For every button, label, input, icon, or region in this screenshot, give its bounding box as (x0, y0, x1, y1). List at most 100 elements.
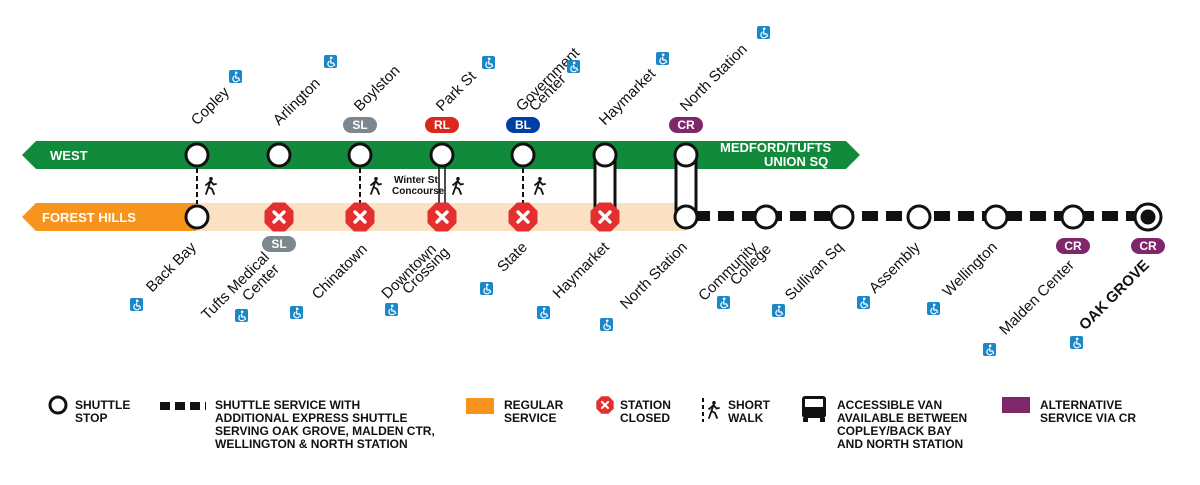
legend-shuttle-stop-icon (48, 395, 68, 415)
concourse-note: Concourse (392, 186, 445, 197)
haymarket-green-stop[interactable] (592, 142, 618, 168)
forest-hills-label: FOREST HILLS (42, 210, 136, 225)
accessible-icon (384, 302, 399, 317)
legend-alternative-service-swatch (1002, 397, 1030, 413)
legend-station-closed-line1: STATION (620, 398, 671, 412)
commuter-rail-badge (1131, 238, 1165, 254)
station-label-assembly: Assembly (866, 238, 924, 296)
station-label-sullivan-sq: Sullivan Sq (782, 239, 847, 304)
accessible-icon (756, 25, 771, 40)
legend-shuttle-service-line1: SHUTTLE SERVICE WITH (215, 398, 360, 412)
station-label-state: State (494, 239, 531, 276)
back-bay-stop[interactable] (184, 204, 210, 230)
pedestrian-icon (534, 176, 546, 195)
boylston-stop[interactable] (347, 142, 373, 168)
commuter-rail-badge (669, 117, 703, 133)
pedestrian-icon (205, 176, 217, 195)
legend-shuttle-service-line2: ADDITIONAL EXPRESS SHUTTLE (215, 411, 407, 425)
commuter-rail-badge-text: CR (1139, 239, 1157, 253)
government-center-stop[interactable] (510, 142, 536, 168)
legend-short-walk-line2: WALK (728, 411, 764, 425)
station-label-chinatown: Chinatown (309, 241, 371, 303)
oak-grove-terminus-dot (1140, 209, 1156, 225)
union-sq-label: UNION SQ (764, 154, 828, 169)
legend-accessible-van-line2: AVAILABLE BETWEEN (837, 411, 967, 425)
accessible-icon (1069, 335, 1084, 350)
station-label-north-station: North Station (677, 41, 751, 115)
station-label-boylston: Boylston (351, 62, 404, 115)
accessible-icon (234, 308, 249, 323)
commuter-rail-badge-text: CR (1064, 239, 1082, 253)
accessible-icon (599, 317, 614, 332)
accessible-icon (481, 55, 496, 70)
blue-line-badge (506, 117, 540, 133)
park-st-stop[interactable] (429, 142, 455, 168)
legend-shuttle-service-line3: SERVING OAK GROVE, MALDEN CTR, (215, 424, 435, 438)
legend-shuttle-service-line4: WELLINGTON & NORTH STATION (215, 437, 408, 451)
legend-shuttle-stop-line2: STOP (75, 411, 107, 425)
legend-shuttle-stop-line1: SHUTTLE (75, 398, 130, 412)
legend-alternative-service-line1: ALTERNATIVE (1040, 398, 1122, 412)
red-line-badge (425, 117, 459, 133)
station-label-park-st: Park St (433, 67, 480, 114)
silver-line-badge-text: SL (352, 118, 367, 132)
legend-station-closed-icon (595, 395, 615, 415)
state-closed-icon (506, 200, 540, 234)
legend-regular-service-swatch (466, 398, 494, 414)
tufts-medical-center-closed-icon (262, 200, 296, 234)
forest-hills-direction-band (22, 203, 196, 231)
wellington-stop[interactable] (983, 204, 1009, 230)
silver-line-badge (262, 236, 296, 252)
north-station-orange-stop[interactable] (673, 204, 699, 230)
legend-van-icon (802, 396, 826, 422)
silver-line-badge (343, 117, 377, 133)
commuter-rail-badge (1056, 238, 1090, 254)
pedestrian-icon (452, 176, 464, 195)
accessible-icon (536, 305, 551, 320)
legend-accessible-van-line4: AND NORTH STATION (837, 437, 963, 451)
blue-line-badge-text: BL (515, 118, 531, 132)
accessible-icon (716, 295, 731, 310)
commuter-rail-badge-text: CR (677, 118, 695, 132)
station-label-wellington: Wellington (939, 239, 1000, 300)
silver-line-badge-text: SL (271, 237, 286, 251)
legend-station-closed-line2: CLOSED (620, 411, 670, 425)
community-college-stop[interactable] (753, 204, 779, 230)
red-line-badge-text: RL (434, 118, 450, 132)
downtown-crossing-closed-icon (425, 200, 459, 234)
station-label-copley: Copley (188, 83, 233, 128)
accessible-icon (926, 301, 941, 316)
legend-pedestrian-icon (708, 400, 720, 419)
accessible-icon (323, 54, 338, 69)
assembly-stop[interactable] (906, 204, 932, 230)
station-label-malden-center: Malden Center (996, 257, 1078, 339)
station-label-back-bay: Back Bay (143, 238, 200, 295)
medford-tufts-label: MEDFORD/TUFTS (720, 140, 832, 155)
station-label-haymarket: Haymarket (550, 238, 614, 302)
legend-regular-service-line2: SERVICE (504, 411, 556, 425)
chinatown-closed-icon (343, 200, 377, 234)
legend-alternative-service-line2: SERVICE VIA CR (1040, 411, 1136, 425)
accessible-icon (771, 303, 786, 318)
malden-center-stop[interactable] (1060, 204, 1086, 230)
sullivan-sq-stop[interactable] (829, 204, 855, 230)
accessible-icon (655, 51, 670, 66)
accessible-icon (566, 59, 581, 74)
accessible-icon (129, 297, 144, 312)
accessible-icon (289, 305, 304, 320)
station-label-haymarket: Haymarket (596, 65, 660, 129)
west-label: WEST (50, 148, 88, 163)
accessible-icon (228, 69, 243, 84)
station-label-oak-grove: OAK GROVE (1076, 257, 1153, 334)
station-label-north-station: North Station (617, 239, 691, 313)
legend-regular-service-line1: REGULAR (504, 398, 564, 412)
arlington-stop[interactable] (266, 142, 292, 168)
copley-stop[interactable] (184, 142, 210, 168)
winter-st-note: Winter St (394, 175, 438, 186)
accessible-icon (982, 342, 997, 357)
pedestrian-icon (370, 176, 382, 195)
north-station-green-stop[interactable] (673, 142, 699, 168)
accessible-icon (479, 281, 494, 296)
legend-short-walk-line1: SHORT (728, 398, 771, 412)
